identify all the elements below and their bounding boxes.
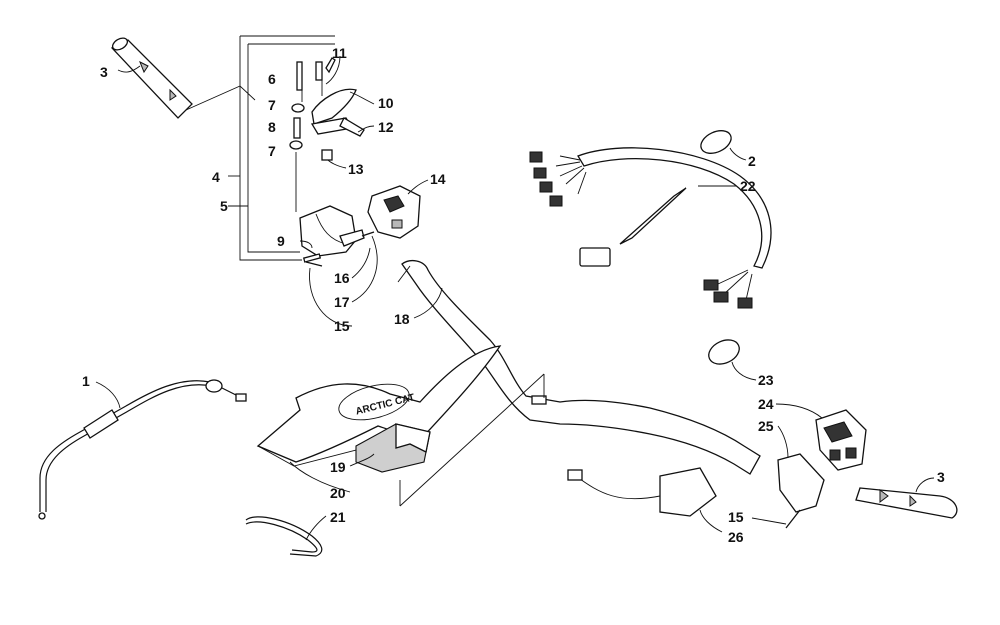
pin-11b [325,57,336,74]
left-grip [110,37,256,119]
callout-21: 21 [330,509,346,525]
callout-13: 13 [348,161,364,177]
group-bracket [228,35,335,261]
callout-15-left: 15 [334,318,350,334]
connector-26 [567,469,583,481]
callout-22: 22 [740,178,756,194]
handlebar-pad: ARCTIC CAT [256,345,545,507]
callout-17: 17 [334,294,350,310]
wiring-harness [529,147,772,309]
callout-3-left: 3 [100,64,108,80]
switch-24 [815,409,867,471]
callout-25: 25 [758,418,774,434]
callout-18: 18 [394,311,410,327]
right-grip-3 [855,487,958,519]
callout-24: 24 [758,396,774,412]
wire-clip-21 [245,516,323,557]
pin-11a [315,61,323,81]
pin-6 [296,61,303,91]
clamp-2 [700,130,732,154]
callout-7-lower: 7 [268,143,276,159]
bar-clip [531,395,547,405]
right-switch-assembly [567,409,958,529]
callout-12: 12 [378,119,394,135]
callout-7-upper: 7 [268,97,276,113]
callout-labels: 3 4 5 6 7 8 7 11 10 12 13 14 9 16 17 15 … [82,45,945,545]
throttle-cable [38,379,247,520]
clamp-23 [708,339,740,365]
callout-2: 2 [748,153,756,169]
callout-20: 20 [330,485,346,501]
callout-5: 5 [220,198,228,214]
handlebar [397,259,761,475]
heater-element-26 [659,467,717,517]
leader-lines [95,55,935,541]
callout-14: 14 [430,171,446,187]
callout-1: 1 [82,373,90,389]
switch-housing [367,185,421,239]
callout-19: 19 [330,459,346,475]
bushing-8 [293,117,301,139]
throttle-lever-10 [311,88,357,125]
clamps [700,130,740,365]
callout-16: 16 [334,270,350,286]
block-13 [321,149,333,161]
callout-9: 9 [277,233,285,249]
throttle-lever-parts [289,57,365,212]
callout-26: 26 [728,529,744,545]
callout-23: 23 [758,372,774,388]
switch-12 [339,117,365,137]
callout-15-right: 15 [728,509,744,525]
callout-4: 4 [212,169,220,185]
washer-7-lower [289,140,303,150]
callout-6: 6 [268,71,276,87]
callout-10: 10 [378,95,394,111]
callout-3-right: 3 [937,469,945,485]
washer-7-upper [291,103,305,113]
left-control-housing [299,205,375,267]
bracket-25 [777,453,825,513]
callout-11: 11 [332,45,347,61]
screw-9 [302,253,322,263]
callout-8: 8 [268,119,276,135]
